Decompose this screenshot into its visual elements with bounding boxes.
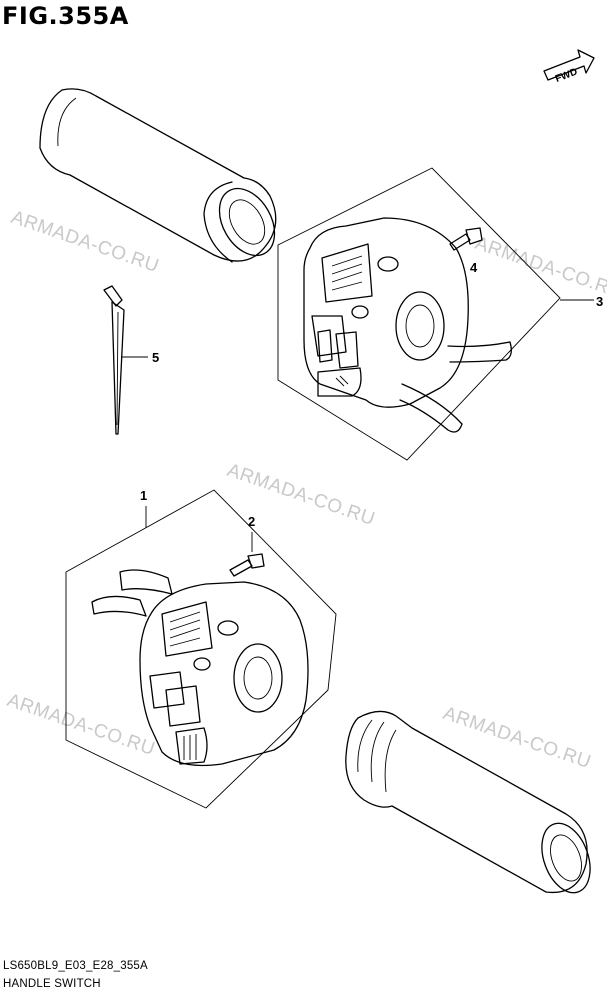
- screw-2: [229, 553, 265, 577]
- right-grip: [345, 710, 591, 894]
- forward-direction-arrow: FWD: [543, 49, 595, 85]
- callout-3: 3: [596, 294, 603, 309]
- right-switch-assembly: [277, 167, 561, 461]
- watermark-2: ARMADA-CO.RU: [472, 233, 607, 303]
- callout-1: 1: [140, 488, 147, 503]
- diagram-name: HANDLE SWITCH: [3, 978, 101, 990]
- cable-tie: [103, 285, 125, 435]
- left-grip: [39, 88, 277, 263]
- watermark-1: ARMADA-CO.RU: [8, 207, 161, 277]
- watermark-4: ARMADA-CO.RU: [4, 690, 157, 760]
- callout-5: 5: [152, 350, 159, 365]
- screw-4: [449, 227, 483, 251]
- callout-2: 2: [248, 514, 255, 529]
- callout-4: 4: [470, 260, 478, 275]
- watermark-5: ARMADA-CO.RU: [440, 703, 593, 773]
- figure-title: FIG.355A: [2, 2, 129, 30]
- diagram-code: LS650BL9_E03_E28_355A: [3, 960, 148, 972]
- left-switch-assembly: [65, 489, 337, 809]
